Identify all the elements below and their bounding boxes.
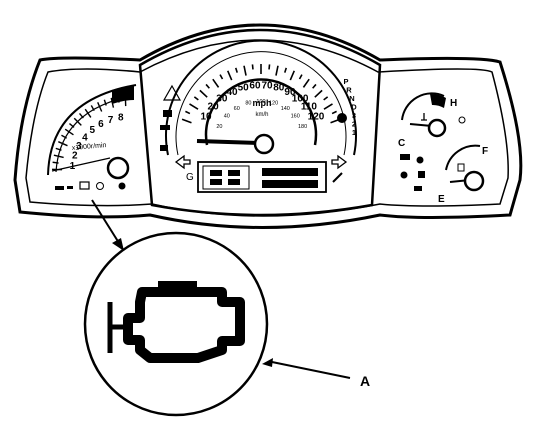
display-right-symbol [333,173,342,182]
speed-tick [303,79,309,87]
speed-tick [190,104,199,109]
kmh-label: 60 [234,106,240,112]
right-turn-signal-icon [332,156,346,168]
battery-indicator-icon [400,154,410,160]
tach-number: 8 [118,112,124,123]
kmh-label: 160 [291,114,300,120]
lowfuel-indicator-icon [337,113,347,123]
speed-unit-sub: km/h [255,112,268,118]
kmh-label: 40 [224,114,230,120]
speed-tick [315,90,322,97]
kmh-label: 80 [245,101,251,107]
tach-number: 4 [82,132,88,143]
mph-label: 120 [308,111,325,122]
left-indicator-row [55,182,126,190]
tach-tick [85,109,91,117]
speed-tick [236,68,238,73]
temperature-hub [429,120,445,136]
tachometer-needle [52,158,110,171]
abs-indicator-icon [119,183,126,190]
fuel-pump-icon [458,164,464,171]
tpms-indicator-icon [97,183,104,190]
fuel-hub [465,172,483,190]
gear-label: 1 [352,128,356,137]
door-indicator-icon [418,171,425,178]
brake-indicator-icon [417,157,424,164]
mph-label: 60 [249,80,261,91]
speed-tick [206,84,209,88]
speed-tick [252,64,253,69]
magnified-callout [85,233,267,415]
speed-tick [276,66,278,76]
mph-label: 10 [200,111,212,122]
callout-label: A [360,373,370,389]
speed-tick [332,111,337,113]
speed-tick [285,68,287,73]
speed-tick [244,66,246,76]
speedometer-needle [197,141,260,143]
right-indicator-column [400,154,425,191]
info-display: G [186,162,342,192]
oil-pressure-icon [459,117,465,123]
speed-tick [300,75,302,79]
speedometer-hub [255,135,273,153]
kmh-label: 140 [281,106,290,112]
tach-number: 7 [108,115,114,126]
tach-number: 2 [72,151,78,162]
odometer-digits [262,168,318,188]
temperature-cold-label: C [398,138,405,149]
tach-number: 6 [98,119,104,130]
speed-tick [313,84,316,88]
speed-tick [194,97,198,100]
speed-tick [228,71,232,80]
mph-label: 80 [273,83,285,94]
display-left-symbol: G [186,172,194,183]
left-turn-signal-icon [176,156,190,168]
thermometer-icon [421,113,427,120]
fuel-empty-label: E [438,194,445,205]
callout-label-group: A [262,358,370,389]
kmh-label: 180 [298,124,307,130]
srs-indicator-icon [163,110,172,117]
speed-tick [324,104,333,109]
speed-unit-main: mph [253,98,272,108]
vsa-indicator-icon [160,125,170,130]
kmh-label: 20 [216,124,222,130]
check-engine-indicator-icon [80,182,89,189]
tach-tick [118,97,119,103]
callout-leader-arrow [92,200,124,251]
seatbelt-indicator-icon [67,186,73,189]
speed-tick [213,79,219,87]
display-segment-icons [210,170,240,185]
fuel-cap-indicator-icon [414,186,422,191]
speed-tick [269,64,270,69]
speed-tick [324,97,328,100]
speed-tick [182,119,191,122]
temperature-gauge: H C [398,93,465,149]
tachometer: 12345678 x1000r/min [48,85,136,178]
tachometer-redzone [112,86,134,104]
speed-tick [220,75,222,79]
oil-indicator-icon [401,172,408,179]
fuel-full-label: F [482,146,488,157]
tach-number: 5 [90,125,96,136]
mph-label: 70 [261,80,273,91]
cruise-indicator-icon [55,186,64,190]
tachometer-hub [108,158,128,178]
speed-tick [200,90,207,97]
temperature-hot-label: H [450,98,457,109]
mph-label: 50 [238,83,250,94]
tach-tick [53,162,59,163]
speed-tick [290,71,294,80]
mph-label: 40 [226,87,238,98]
headlight-indicator-icon [160,145,168,151]
tach-tick [65,129,73,135]
speed-tick [185,111,190,113]
fuel-gauge: F E [438,146,488,205]
